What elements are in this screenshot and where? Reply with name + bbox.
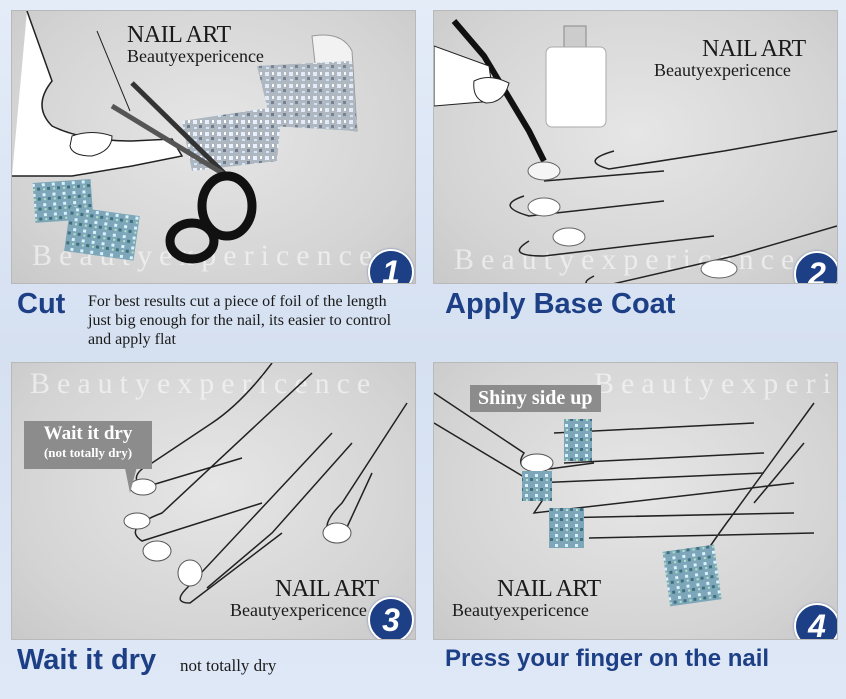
press-foil-illustration bbox=[434, 392, 815, 607]
brand-name: NAIL ART bbox=[702, 36, 806, 62]
brand-logo: NAIL ART Beautyexpericence bbox=[127, 23, 264, 65]
callout-subtitle: (not totally dry) bbox=[43, 445, 133, 460]
step-number-badge: 3 bbox=[368, 597, 414, 639]
step-1-title: Cut bbox=[17, 288, 66, 320]
step-number-badge: 4 bbox=[794, 603, 837, 639]
brand-logo: NAIL ART Beautyexpericence bbox=[230, 577, 379, 619]
step-3-subtitle: not totally dry bbox=[180, 656, 277, 675]
step-1-panel: Beautyexpericence bbox=[11, 10, 416, 284]
brand-name: NAIL ART bbox=[497, 576, 601, 602]
step-number-badge: 2 bbox=[794, 251, 837, 283]
brand-site: Beautyexpericence bbox=[452, 600, 589, 620]
watermark: Beautyexpericence bbox=[594, 367, 838, 400]
brand-site: Beautyexpericence bbox=[127, 46, 264, 66]
step-2-panel: Beautyexpericence NAIL ART Beautyexperic… bbox=[433, 10, 838, 284]
brand-site: Beautyexpericence bbox=[230, 600, 367, 620]
base-coat-illustration bbox=[434, 19, 837, 283]
step-number-badge: 1 bbox=[368, 249, 414, 283]
step-1-description: For best results cut a piece of foil of … bbox=[88, 293, 392, 348]
callout-label: Wait it dry (not totally dry) bbox=[24, 421, 152, 469]
scissors-icon bbox=[110, 81, 257, 264]
callout-label: Shiny side up bbox=[470, 385, 601, 412]
step-2-title: Apply Base Coat bbox=[445, 288, 676, 320]
step-3-title: Wait it dry bbox=[17, 644, 157, 676]
nail-polish-bottle-icon bbox=[545, 25, 607, 128]
brand-name: NAIL ART bbox=[127, 22, 231, 48]
brand-site: Beautyexpericence bbox=[654, 60, 791, 80]
brand-name: NAIL ART bbox=[275, 576, 379, 602]
watermark: Beautyexpericence bbox=[454, 243, 802, 276]
brand-logo: NAIL ART Beautyexpericence bbox=[452, 577, 601, 619]
step-3-panel: Beautyexpericence Wait it dry (not total… bbox=[11, 362, 416, 640]
wait-dry-illustration bbox=[123, 363, 408, 604]
cut-illustration bbox=[12, 11, 358, 264]
watermark: Beautyexpericence bbox=[30, 367, 378, 400]
brand-logo: NAIL ART Beautyexpericence bbox=[654, 37, 806, 79]
callout-title: Wait it dry bbox=[43, 423, 133, 444]
step-4-title: Press your finger on the nail bbox=[445, 645, 770, 672]
step-4-panel: Beautyexpericence Shiny side up NAIL ART… bbox=[433, 362, 838, 640]
